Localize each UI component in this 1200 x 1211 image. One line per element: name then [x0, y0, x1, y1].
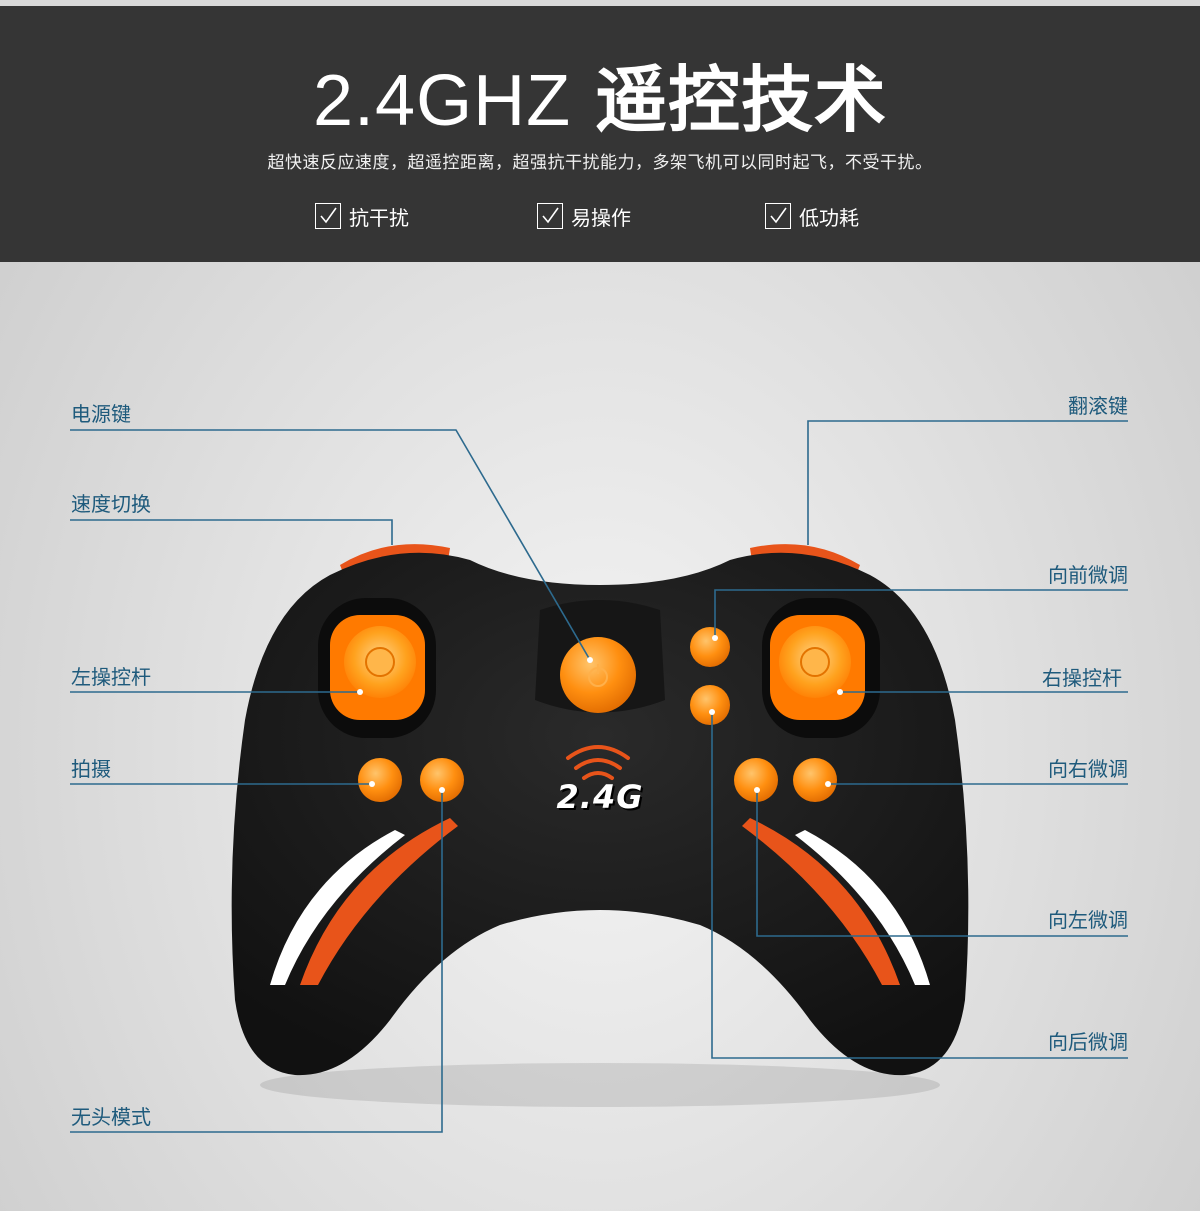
feature-label: 易操作 [571, 205, 631, 230]
label-headless-mode: 无头模式 [71, 1105, 151, 1129]
right-trim-button [793, 758, 837, 802]
left-trim-button [734, 758, 778, 802]
label-power-key: 电源键 [71, 402, 131, 426]
left-white-stripe [270, 830, 405, 985]
label-backward-trim: 向后微调 [1048, 1030, 1128, 1054]
label-right-trim: 向右微调 [1048, 757, 1128, 781]
label-left-trim: 向左微调 [1048, 908, 1128, 932]
controller-badge: 2.4G [556, 778, 644, 816]
title-cn: 遥控技术 [594, 58, 887, 142]
top-divider [0, 0, 1200, 6]
forward-trim-line [714, 589, 1128, 638]
header-banner: 2.4GHZ 遥控技术 超快速反应速度，超遥控距离，超强抗干扰能力，多架飞机可以… [0, 6, 1200, 262]
check-icon [765, 203, 791, 229]
headless-button [420, 758, 464, 802]
backward-trim-button [690, 685, 730, 725]
feature-low-power: 低功耗 [765, 200, 859, 232]
label-speed-switch: 速度切换 [71, 492, 151, 516]
label-forward-trim: 向前微调 [1048, 563, 1128, 587]
leader-lines [70, 420, 1128, 1133]
power-button [560, 637, 636, 713]
label-photo: 拍摄 [71, 757, 111, 781]
left-trim-line [756, 790, 1128, 937]
controller-shadow [260, 1063, 940, 1107]
headless-line [70, 790, 443, 1133]
flip-key-line [807, 420, 1128, 545]
check-icon [315, 203, 341, 229]
right-orange-stripe [742, 818, 900, 985]
title-en: 2.4GHZ [313, 61, 572, 141]
left-orange-stripe [300, 818, 458, 985]
feature-label: 低功耗 [799, 205, 859, 230]
label-flip-key: 翻滚键 [1068, 394, 1128, 418]
feature-label: 抗干扰 [349, 205, 409, 230]
backward-trim-line [711, 712, 1128, 1059]
feature-anti-interference: 抗干扰 [315, 200, 409, 232]
speed-switch-line [70, 519, 393, 545]
signal-icon [566, 745, 630, 780]
label-right-stick: 右操控杆 [1042, 666, 1122, 690]
page-title: 2.4GHZ 遥控技术 [0, 58, 1200, 143]
power-key-line [70, 429, 591, 661]
forward-trim-button [690, 627, 730, 667]
subtitle: 超快速反应速度，超遥控距离，超强抗干扰能力，多架飞机可以同时起飞，不受干扰。 [267, 153, 933, 173]
right-white-stripe [795, 830, 930, 985]
photo-button [358, 758, 402, 802]
feature-easy-operation: 易操作 [537, 200, 631, 232]
check-icon [537, 203, 563, 229]
label-left-stick: 左操控杆 [71, 665, 151, 689]
